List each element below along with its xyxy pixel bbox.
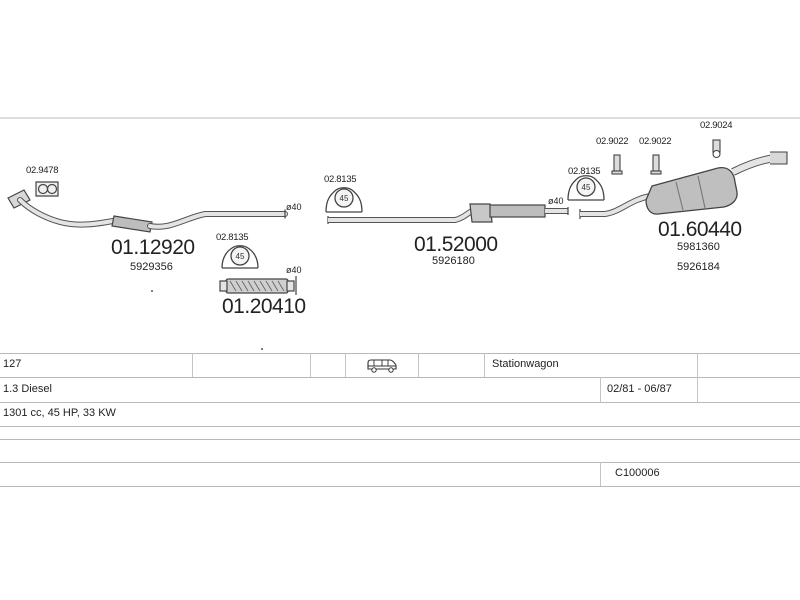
flex-pipe-code: 01.20410 bbox=[222, 295, 306, 318]
specs-cell: 1301 cc, 45 HP, 33 KW bbox=[3, 407, 116, 419]
rear-hanger-1-shape bbox=[611, 154, 623, 175]
middle-silencer-diameter: ø40 bbox=[548, 196, 564, 206]
rear-clamp-code: 02.8135 bbox=[568, 166, 601, 177]
rear-silencer-oem-2: 5926184 bbox=[677, 261, 720, 273]
rear-silencer-oem-1: 5981360 bbox=[677, 241, 720, 253]
front-pipe-code: 01.12920 bbox=[111, 236, 195, 259]
catalog-code-cell: C100006 bbox=[615, 467, 660, 479]
model-cell: 127 bbox=[3, 358, 22, 370]
middle-silencer-oem: 5926180 bbox=[432, 255, 475, 267]
rear-hanger-3-shape bbox=[712, 139, 721, 159]
svg-text:45: 45 bbox=[582, 183, 591, 192]
rear-hanger-2-code: 02.9022 bbox=[639, 136, 672, 147]
engine-cell: 1.3 Diesel bbox=[3, 383, 52, 395]
flex-clamp-code: 02.8135 bbox=[216, 232, 249, 243]
svg-text:45: 45 bbox=[340, 194, 349, 203]
body-type-cell: Stationwagon bbox=[492, 358, 559, 370]
mid-clamp-shape: 45 bbox=[325, 187, 363, 213]
rear-silencer-shape bbox=[579, 151, 788, 219]
flex-pipe-shape bbox=[219, 276, 297, 295]
front-pipe-shape bbox=[7, 189, 288, 233]
years-cell: 02/81 - 06/87 bbox=[607, 383, 672, 395]
rear-hanger-3-code: 02.9024 bbox=[700, 120, 733, 131]
flex-clamp-shape: 45 bbox=[221, 245, 259, 269]
front-gasket-shape bbox=[35, 181, 59, 197]
mid-clamp-code: 02.8135 bbox=[324, 174, 357, 185]
flex-pipe-diameter: ø40 bbox=[286, 265, 302, 275]
rear-clamp-shape: 45 bbox=[567, 175, 605, 201]
rear-silencer-code: 01.60440 bbox=[658, 218, 742, 241]
middle-silencer-shape bbox=[327, 203, 569, 224]
front-pipe-oem: 5929356 bbox=[130, 261, 173, 273]
front-gasket-code: 02.9478 bbox=[26, 165, 59, 176]
station-wagon-icon bbox=[366, 357, 398, 376]
svg-text:45: 45 bbox=[236, 252, 245, 261]
middle-silencer-code: 01.52000 bbox=[414, 233, 498, 256]
rear-hanger-2-shape bbox=[650, 154, 662, 175]
front-pipe-diameter: ø40 bbox=[286, 202, 302, 212]
rear-hanger-1-code: 02.9022 bbox=[596, 136, 629, 147]
